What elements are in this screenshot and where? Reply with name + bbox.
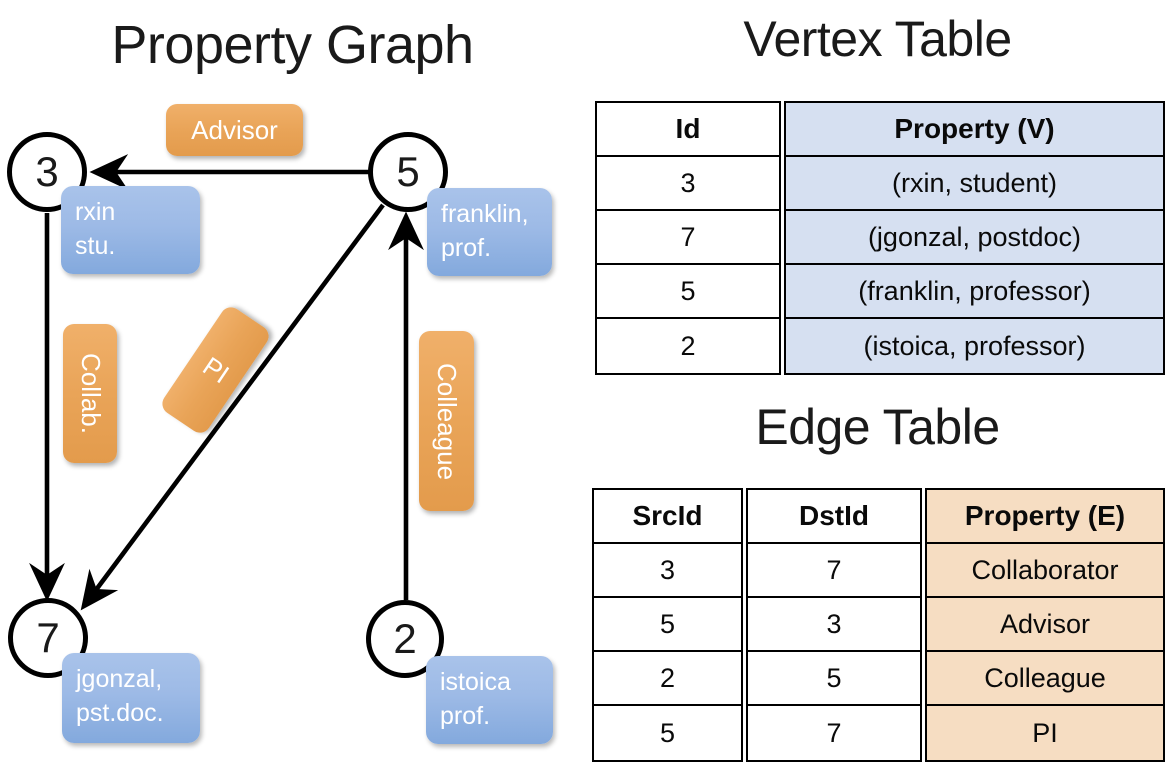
table-row: 7: [597, 211, 779, 265]
edge-label-colleague[interactable]: Colleague: [419, 331, 474, 511]
vertex-property-box-3-line2: stu.: [75, 231, 116, 260]
vertex-property-box-7-line1: jgonzal,: [76, 665, 163, 693]
vertex-property-box-5-line1: franklin,: [441, 200, 529, 228]
graph-node-2[interactable]: 2: [366, 600, 444, 678]
edge-table-header-srcid: SrcId: [594, 490, 741, 544]
table-row: 5: [594, 598, 741, 652]
edge-label-collab-text: Collab.: [75, 353, 106, 434]
table-row: 5: [659, 717, 676, 748]
graph-edge-arrows: [29, 154, 424, 611]
vertex-property-box-3-line1: rxin: [75, 198, 116, 226]
edge-label-advisor[interactable]: Advisor: [166, 104, 303, 156]
vertex-table: Id 3 7 5 2 Property (V) (rxin, student) …: [595, 101, 1165, 375]
vertex-property-box-7-line2: pst.doc.: [76, 698, 164, 727]
edge-table-header-dstid: DstId: [748, 490, 920, 544]
page-title-edge-table: Edge Table: [755, 399, 1000, 455]
edge-arrow-5-to-7: [80, 203, 385, 611]
table-row: 5: [748, 652, 920, 706]
graph-node-5[interactable]: 5: [368, 132, 448, 212]
vertex-property-box-5-line2: prof.: [441, 233, 492, 262]
edge-label-advisor-text: Advisor: [191, 114, 278, 145]
table-row: 7: [826, 717, 842, 748]
table-row: 7: [748, 544, 920, 598]
vertex-table-header-id: Id: [597, 103, 779, 157]
vertex-property-box-2-line1: istoica: [440, 668, 511, 696]
table-row: 2: [680, 330, 696, 361]
table-row: (franklin, professor): [786, 265, 1163, 319]
edge-label-collab[interactable]: Collab.: [63, 324, 117, 463]
vertex-property-box-5[interactable]: franklin, prof.: [427, 188, 552, 276]
vertex-property-box-2-line2: prof.: [440, 701, 491, 730]
graph-node-5-label: 5: [396, 148, 420, 195]
vertex-property-box-3[interactable]: rxin stu.: [61, 186, 200, 274]
vertex-property-box-2[interactable]: istoica prof.: [426, 656, 553, 744]
table-row: 5: [597, 265, 779, 319]
vertex-table-column-property: Property (V) (rxin, student) (jgonzal, p…: [784, 101, 1165, 375]
edge-table-header-property: Property (E): [927, 490, 1163, 544]
table-row: (istoica, professor): [786, 319, 1163, 373]
table-row: 3: [594, 544, 741, 598]
table-row: 3: [597, 157, 779, 211]
vertex-table-column-id: Id 3 7 5 2: [595, 101, 781, 375]
table-row: (rxin, student): [786, 157, 1163, 211]
table-row: PI: [927, 706, 1163, 760]
edge-table: SrcId 3 5 2 5 DstId 7 3 5 7 Property (E)…: [592, 488, 1165, 762]
edge-label-colleague-text: Colleague: [432, 362, 462, 480]
property-graph-panel: Property Graph Advisor Collab. PI Collea…: [0, 0, 585, 760]
page-title-vertex-table: Vertex Table: [743, 11, 1012, 67]
table-row: (jgonzal, postdoc): [786, 211, 1163, 265]
table-row: Advisor: [927, 598, 1163, 652]
table-row: 3: [748, 598, 920, 652]
vertex-property-box-7[interactable]: jgonzal, pst.doc.: [62, 653, 200, 743]
graph-node-3-label: 3: [35, 148, 59, 195]
edge-label-pi-text: PI: [197, 350, 235, 389]
edge-table-column-srcid: SrcId 3 5 2 5: [592, 488, 743, 762]
table-row: Collaborator: [927, 544, 1163, 598]
graph-node-7-label: 7: [36, 614, 60, 661]
edge-table-column-dstid: DstId 7 3 5 7: [746, 488, 922, 762]
graph-node-2-label: 2: [393, 615, 417, 662]
edge-table-column-property: Property (E) Collaborator Advisor Collea…: [925, 488, 1165, 762]
table-row: 2: [594, 652, 741, 706]
page-title-property-graph: Property Graph: [111, 15, 474, 75]
vertex-table-header-property: Property (V): [786, 103, 1163, 157]
table-row: Colleague: [927, 652, 1163, 706]
